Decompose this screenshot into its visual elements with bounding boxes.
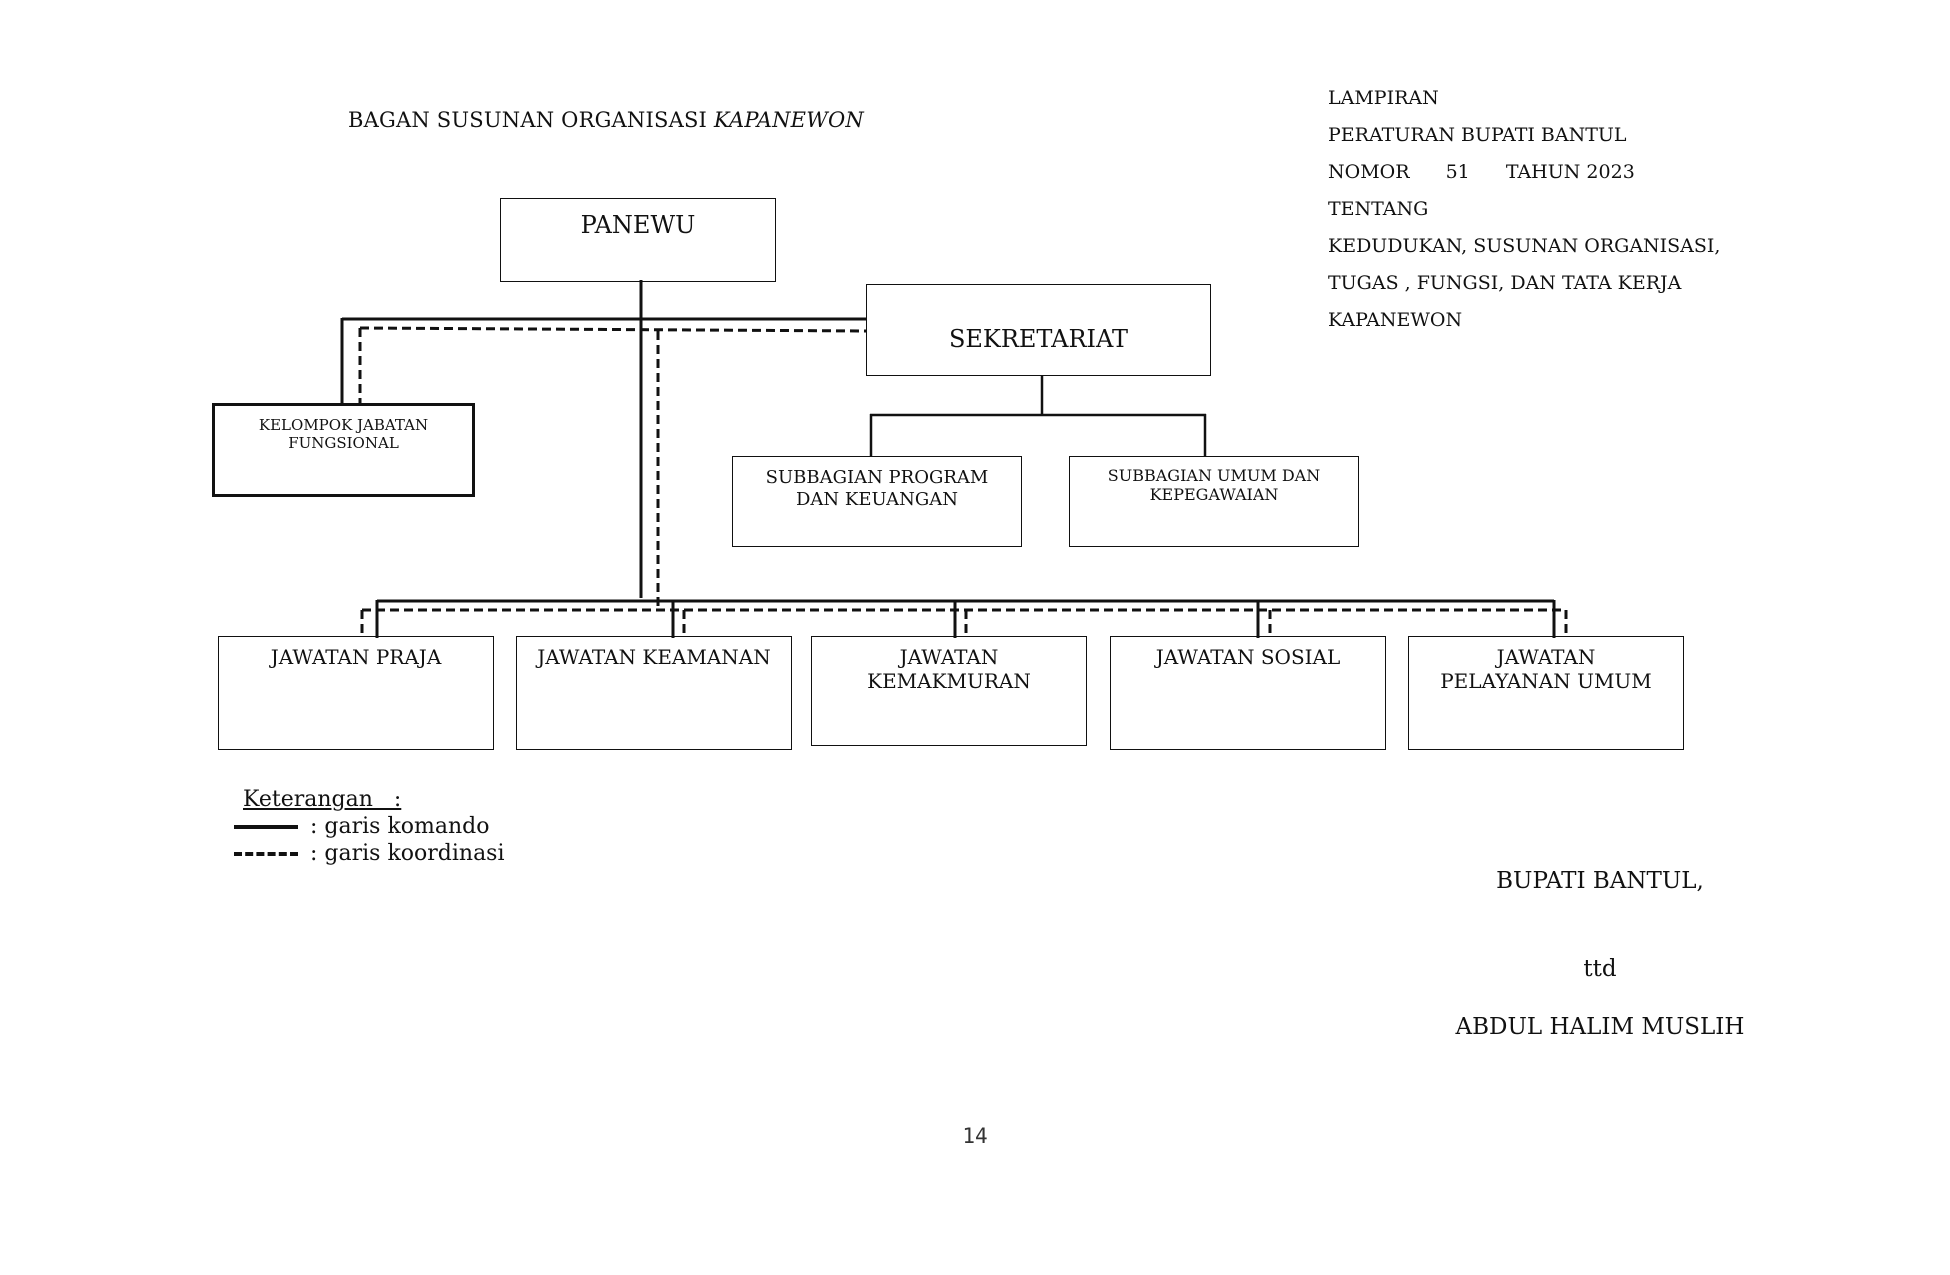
legend-row-komando: : garis komando <box>234 813 505 840</box>
signature-office: BUPATI BANTUL, <box>1496 868 1704 894</box>
box-jawatan-praja-label: JAWATAN PRAJA <box>270 645 442 669</box>
box-subbagian-umum-line-2: KEPEGAWAIAN <box>1149 485 1279 505</box>
page-number: 14 <box>962 1124 988 1148</box>
lampiran-line-2: PERATURAN BUPATI BANTUL <box>1328 124 1627 146</box>
box-subbagian-program: SUBBAGIAN PROGRAM DAN KEUANGAN <box>732 456 1022 547</box>
lampiran-tahun: TAHUN 2023 <box>1505 161 1635 183</box>
box-panewu: PANEWU <box>500 198 776 282</box>
legend-row-koordinasi: : garis koordinasi <box>234 840 505 867</box>
chart-title-italic: KAPANEWON <box>713 108 864 132</box>
box-jawatan-praja: JAWATAN PRAJA <box>218 636 494 750</box>
box-jawatan-keamanan-label: JAWATAN KEAMANAN <box>537 645 771 669</box>
signature-ttd: ttd <box>1583 956 1617 982</box>
legend-komando-label: : garis komando <box>310 814 490 839</box>
box-jawatan-keamanan: JAWATAN KEAMANAN <box>516 636 792 750</box>
legend-dashed-line-swatch <box>234 852 298 856</box>
box-sekretariat-label: SEKRETARIAT <box>948 325 1129 353</box>
legend: Keterangan : : garis komando : garis koo… <box>234 786 505 867</box>
box-subbagian-umum-line-1: SUBBAGIAN UMUM DAN <box>1107 466 1321 485</box>
box-jawatan-sosial: JAWATAN SOSIAL <box>1110 636 1386 750</box>
box-subbagian-umum: SUBBAGIAN UMUM DAN KEPEGAWAIAN <box>1069 456 1359 547</box>
legend-heading: Keterangan : <box>243 787 402 812</box>
box-kelompok-line-2: FUNGSIONAL <box>288 434 399 452</box>
box-sekretariat: SEKRETARIAT <box>866 284 1211 376</box>
lampiran-line-5: KEDUDUKAN, SUSUNAN ORGANISASI, <box>1328 235 1721 257</box>
lampiran-line-7: KAPANEWON <box>1328 309 1463 331</box>
lampiran-block: LAMPIRAN PERATURAN BUPATI BANTUL NOMOR 5… <box>1328 80 1720 339</box>
lampiran-nomor-label: NOMOR <box>1328 161 1410 183</box>
legend-koordinasi-label: : garis koordinasi <box>310 841 505 866</box>
box-jawatan-kemakmuran-line-1: JAWATAN <box>899 645 999 669</box>
lampiran-nomor-value: 51 <box>1445 161 1470 183</box>
box-jawatan-kemakmuran-line-2: KEMAKMURAN <box>867 669 1031 693</box>
lampiran-line-4: TENTANG <box>1328 198 1429 220</box>
box-jawatan-kemakmuran: JAWATAN KEMAKMURAN <box>811 636 1087 746</box>
box-subbagian-program-line-2: DAN KEUANGAN <box>796 488 958 510</box>
lampiran-line-6: TUGAS , FUNGSI, DAN TATA KERJA <box>1328 272 1682 294</box>
box-jawatan-pelayanan-line-1: JAWATAN <box>1496 645 1596 669</box>
box-panewu-label: PANEWU <box>580 211 696 239</box>
lampiran-nomor-line: NOMOR 51 TAHUN 2023 <box>1328 154 1720 191</box>
legend-solid-line-swatch <box>234 825 298 829</box>
box-jawatan-sosial-label: JAWATAN SOSIAL <box>1155 645 1341 669</box>
lampiran-line-1: LAMPIRAN <box>1328 87 1439 109</box>
box-kelompok-jabatan-fungsional: KELOMPOK JABATAN FUNGSIONAL <box>212 403 475 497</box>
box-kelompok-line-1: KELOMPOK JABATAN <box>258 416 429 434</box>
chart-title-main: BAGAN SUSUNAN ORGANISASI <box>348 108 708 132</box>
signature-name: ABDUL HALIM MUSLIH <box>1455 1014 1745 1040</box>
box-jawatan-pelayanan-umum: JAWATAN PELAYANAN UMUM <box>1408 636 1684 750</box>
box-jawatan-pelayanan-line-2: PELAYANAN UMUM <box>1440 669 1652 693</box>
box-subbagian-program-line-1: SUBBAGIAN PROGRAM <box>765 467 989 488</box>
koordinasi-line-top <box>359 326 867 333</box>
chart-title: BAGAN SUSUNAN ORGANISASI KAPANEWON <box>348 108 864 132</box>
